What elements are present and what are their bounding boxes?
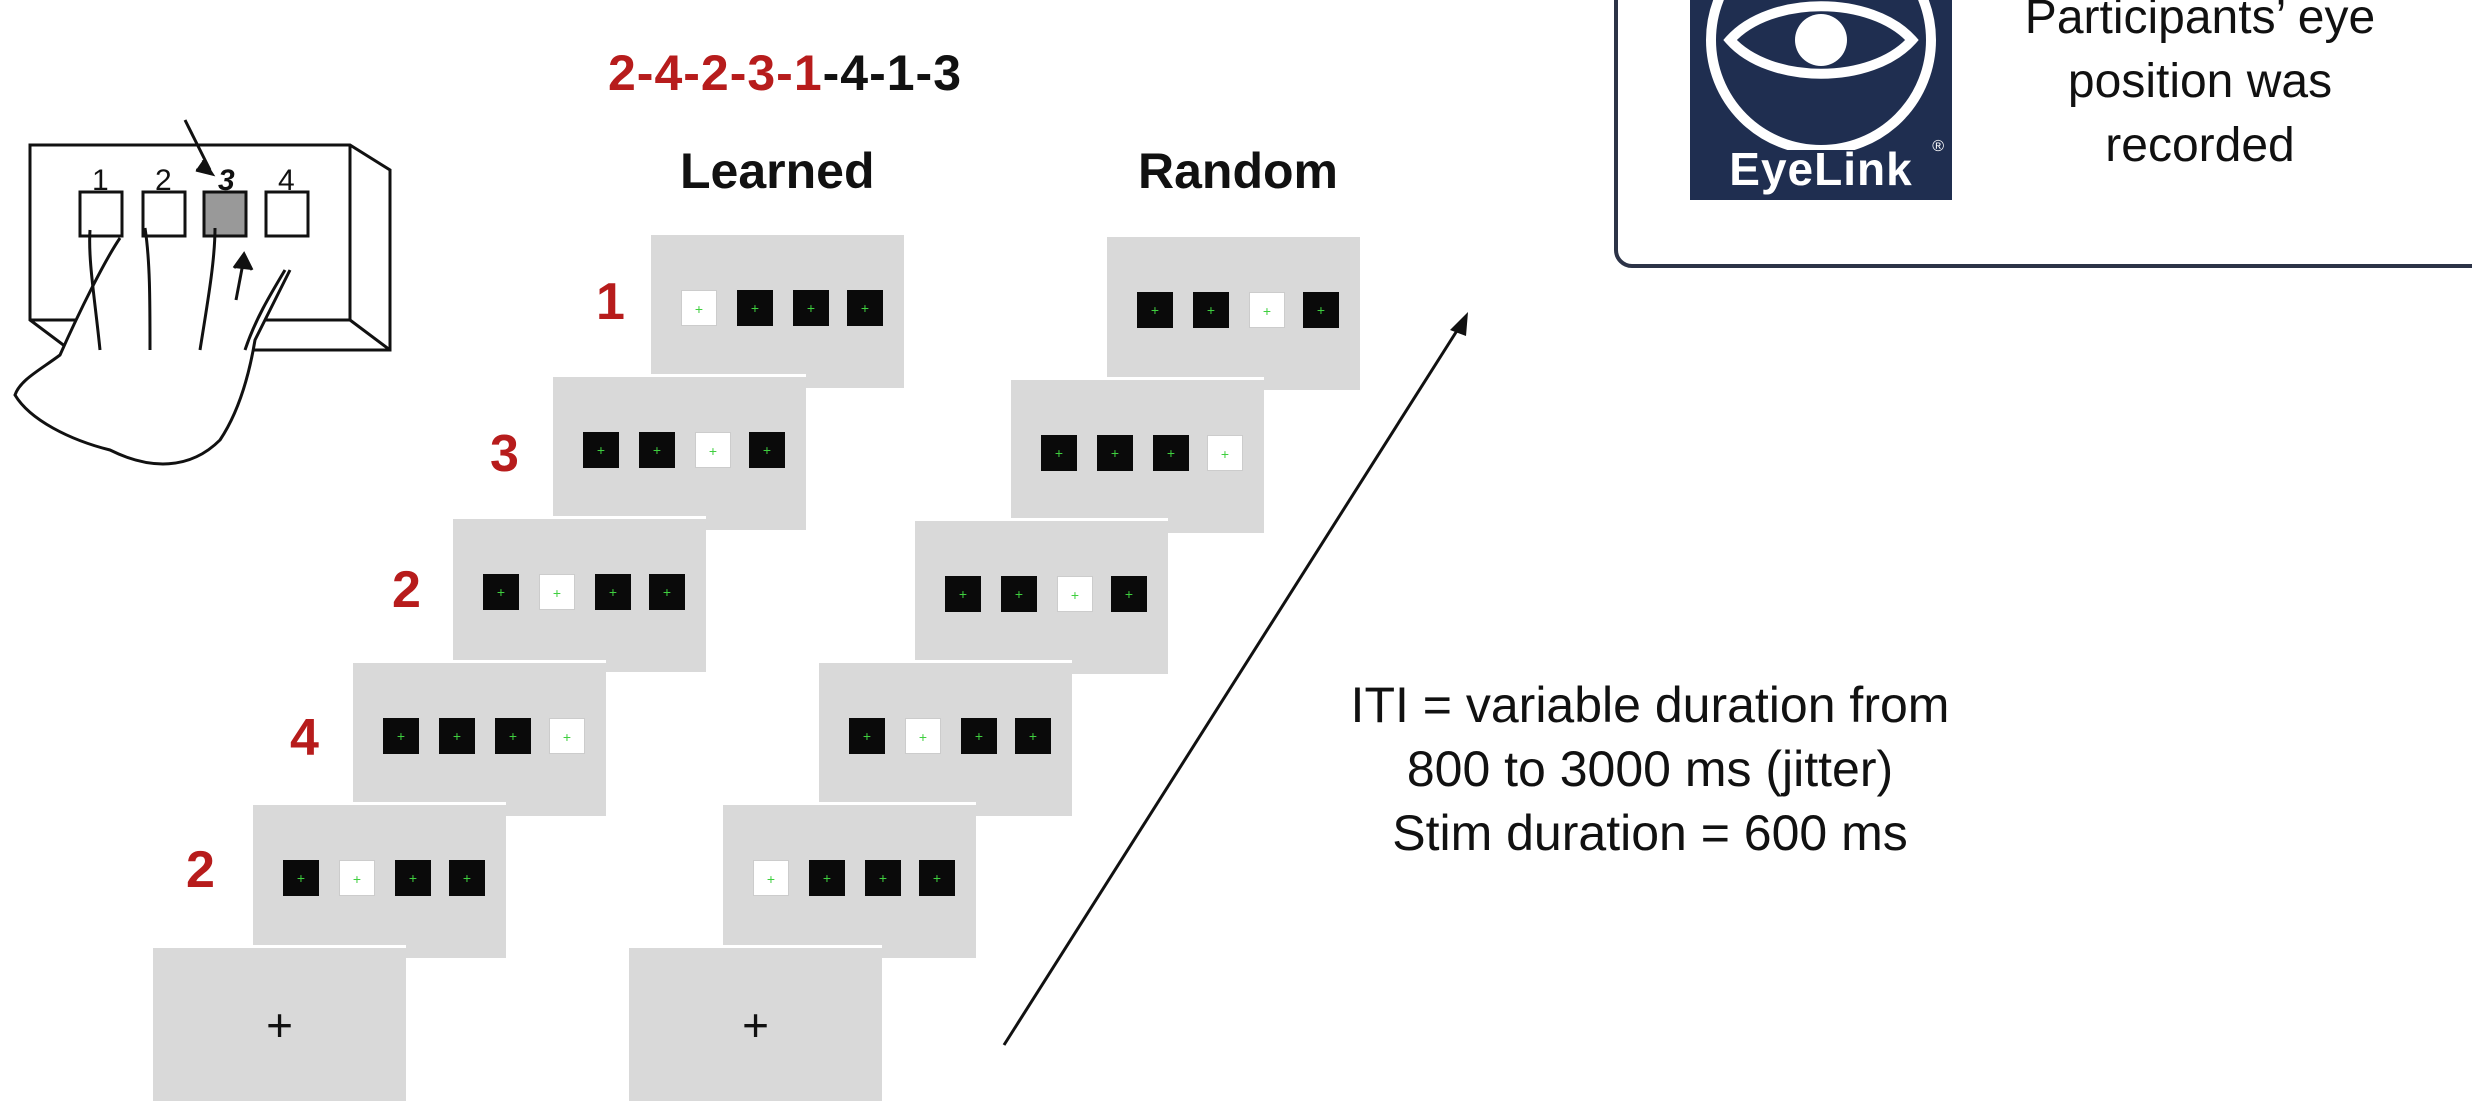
- stim-square-3: +: [1249, 292, 1285, 328]
- eyetracker-description: Participants’ eye position was recorded: [1960, 0, 2440, 178]
- stim-square-2: +: [809, 860, 845, 896]
- key-label-2: 2: [155, 164, 172, 197]
- random-trial-4: + + + +: [816, 660, 1072, 816]
- learned-trial-1: + + + +: [648, 232, 904, 388]
- stim-square-3: +: [793, 290, 829, 326]
- stim-square-2: +: [1193, 292, 1229, 328]
- stim-square-4: +: [649, 574, 685, 610]
- random-trial-3: + + + +: [912, 518, 1168, 674]
- stim-square-4: +: [919, 860, 955, 896]
- eyelink-logo-text: EyeLink: [1729, 143, 1913, 195]
- key-label-3: 3: [218, 164, 235, 197]
- stim-square-3: +: [865, 860, 901, 896]
- hand-keypad-illustration: 1 2 3 4: [13, 119, 392, 466]
- stim-square-1: +: [283, 860, 319, 896]
- timing-line-1: ITI = variable duration from: [1350, 677, 1950, 733]
- random-fixation-screen: +: [626, 945, 882, 1101]
- eyelink-logo: EyeLink ®: [1690, 0, 1952, 200]
- stim-square-1: +: [681, 290, 717, 326]
- learned-trial-2: + + + +: [550, 374, 806, 530]
- stim-square-2: +: [639, 432, 675, 468]
- stim-square-4: +: [1015, 718, 1051, 754]
- learned-label-1: 1: [596, 273, 625, 331]
- stim-square-3: +: [1153, 435, 1189, 471]
- registered-mark: ®: [1932, 138, 1944, 155]
- random-trial-1: + + + +: [1104, 234, 1360, 390]
- random-heading: Random: [1138, 143, 1338, 199]
- stim-square-3: +: [395, 860, 431, 896]
- stim-square-4: +: [1207, 435, 1243, 471]
- stim-square-4: +: [549, 718, 585, 754]
- stim-square-4: +: [749, 432, 785, 468]
- eye-icon: [1706, 0, 1936, 155]
- eyetracker-line-2: position was: [2067, 55, 2333, 108]
- stim-square-1: +: [945, 576, 981, 612]
- stim-square-1: +: [483, 574, 519, 610]
- key-label-1: 1: [92, 164, 109, 197]
- stim-square-2: +: [539, 574, 575, 610]
- learned-heading: Learned: [680, 143, 875, 199]
- time-arrow: [1002, 312, 1468, 1046]
- stim-square-3: +: [695, 432, 731, 468]
- stim-square-2: +: [1097, 435, 1133, 471]
- stim-square-1: +: [1041, 435, 1077, 471]
- stim-square-2: +: [905, 718, 941, 754]
- learned-trial-4: + + + +: [350, 660, 606, 816]
- sequence-label: 2-4-2-3-1-4-1-3: [608, 44, 962, 102]
- stim-square-1: +: [849, 718, 885, 754]
- learned-label-5: 2: [186, 841, 215, 899]
- stim-square-1: +: [753, 860, 789, 896]
- stim-square-1: +: [583, 432, 619, 468]
- learned-trial-3: + + + +: [450, 516, 706, 672]
- stim-square-3: +: [1057, 576, 1093, 612]
- key-label-4: 4: [278, 164, 295, 197]
- learned-label-2: 3: [490, 425, 519, 483]
- timing-line-2: 800 to 3000 ms (jitter): [1406, 741, 1894, 797]
- stim-square-1: +: [383, 718, 419, 754]
- learned-trial-5: + + + +: [250, 802, 506, 958]
- sequence-remaining-part: -4-1-3: [822, 45, 963, 101]
- timing-description: ITI = variable duration from 800 to 3000…: [1300, 673, 2000, 865]
- learned-label-4: 4: [290, 709, 319, 767]
- learned-label-3: 2: [392, 561, 421, 619]
- stim-square-3: +: [595, 574, 631, 610]
- stim-square-4: +: [847, 290, 883, 326]
- fixation-cross: +: [742, 999, 769, 1051]
- stim-square-2: +: [439, 718, 475, 754]
- sequence-learned-part: 2-4-2-3-1: [608, 45, 823, 101]
- fixation-cross: +: [266, 999, 293, 1051]
- stim-square-2: +: [737, 290, 773, 326]
- random-trial-5: + + + +: [720, 802, 976, 958]
- stim-square-3: +: [961, 718, 997, 754]
- stim-square-4: +: [1111, 576, 1147, 612]
- stim-square-4: +: [1303, 292, 1339, 328]
- stim-square-4: +: [449, 860, 485, 896]
- stim-square-2: +: [1001, 576, 1037, 612]
- stim-square-2: +: [339, 860, 375, 896]
- eyetracker-line-3: recorded: [2105, 119, 2295, 172]
- eyetracker-line-1: Participants’ eye: [2024, 0, 2376, 44]
- learned-fixation-screen: +: [150, 945, 406, 1101]
- stim-square-3: +: [495, 718, 531, 754]
- random-trial-2: + + + +: [1008, 377, 1264, 533]
- timing-line-3: Stim duration = 600 ms: [1392, 805, 1908, 861]
- stim-square-1: +: [1137, 292, 1173, 328]
